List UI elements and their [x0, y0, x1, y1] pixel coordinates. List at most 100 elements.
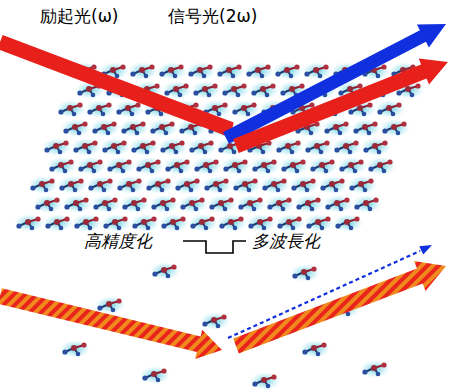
signal-beam-head — [418, 245, 432, 254]
molecule — [60, 340, 90, 358]
molecule — [236, 195, 266, 213]
molecule — [28, 176, 58, 194]
excitation-beam — [0, 35, 234, 137]
molecule — [265, 195, 295, 213]
molecule — [202, 176, 232, 194]
molecule — [115, 176, 145, 194]
molecule — [322, 119, 352, 137]
molecule — [33, 195, 63, 213]
molecule — [191, 81, 221, 99]
method-label: 多波長化 — [252, 231, 320, 251]
reflected-beam — [233, 261, 446, 354]
molecule — [192, 157, 222, 175]
molecule — [149, 195, 179, 213]
molecule — [250, 372, 280, 390]
molecule — [95, 296, 125, 314]
molecule — [76, 157, 106, 175]
reflected-beam — [233, 59, 448, 153]
molecule — [352, 195, 382, 213]
molecule — [188, 214, 218, 232]
molecule — [366, 157, 396, 175]
molecule — [332, 138, 362, 156]
molecule — [279, 157, 309, 175]
molecule — [294, 195, 324, 213]
molecule — [120, 195, 150, 213]
molecule — [14, 214, 44, 232]
molecule — [144, 176, 174, 194]
molecule — [220, 81, 250, 99]
molecule — [323, 195, 353, 213]
molecule — [249, 81, 279, 99]
molecule — [347, 176, 377, 194]
molecule — [375, 100, 405, 118]
molecule — [275, 214, 305, 232]
molecule — [62, 195, 92, 213]
molecule — [289, 176, 319, 194]
molecule — [100, 138, 130, 156]
molecule — [47, 157, 77, 175]
method-label: 高精度化 — [84, 231, 152, 251]
beam-label: 信号光(2ω) — [168, 6, 257, 26]
molecule — [187, 138, 217, 156]
molecule — [333, 214, 363, 232]
molecule — [86, 176, 116, 194]
molecule — [163, 157, 193, 175]
molecule — [221, 157, 251, 175]
molecule — [246, 214, 276, 232]
molecule — [42, 138, 72, 156]
molecule — [43, 214, 73, 232]
molecule — [150, 262, 180, 280]
molecule — [186, 62, 216, 80]
molecule — [361, 138, 391, 156]
molecule — [90, 119, 120, 137]
molecule — [337, 157, 367, 175]
molecule — [304, 214, 334, 232]
molecule — [159, 214, 189, 232]
molecule — [140, 366, 170, 384]
molecule — [273, 62, 303, 80]
molecule — [231, 176, 261, 194]
molecule — [72, 214, 102, 232]
molecule — [244, 62, 274, 80]
molecule — [56, 100, 86, 118]
molecule — [158, 138, 188, 156]
molecule — [230, 100, 260, 118]
molecule — [250, 157, 280, 175]
molecule — [360, 360, 390, 378]
molecule — [290, 264, 320, 282]
molecule — [101, 214, 131, 232]
molecule — [129, 138, 159, 156]
molecule — [57, 176, 87, 194]
molecule — [91, 195, 121, 213]
molecule — [380, 119, 410, 137]
molecule — [85, 100, 115, 118]
molecule — [105, 157, 135, 175]
molecule — [128, 62, 158, 80]
molecule — [200, 312, 230, 330]
molecule — [130, 214, 160, 232]
molecule — [308, 157, 338, 175]
molecule — [207, 195, 237, 213]
molecule — [71, 138, 101, 156]
molecule — [318, 176, 348, 194]
molecule — [148, 119, 178, 137]
molecule — [260, 176, 290, 194]
molecule — [178, 195, 208, 213]
excitation-beam — [0, 288, 222, 359]
molecule — [302, 62, 332, 80]
molecule — [61, 119, 91, 137]
molecule — [119, 119, 149, 137]
molecule — [157, 62, 187, 80]
molecule — [351, 119, 381, 137]
molecule — [134, 157, 164, 175]
bracket-symbol — [183, 241, 246, 253]
molecule — [300, 340, 330, 358]
molecule — [173, 176, 203, 194]
molecule — [274, 138, 304, 156]
beam-label: 励起光(ω) — [40, 6, 119, 26]
molecule — [162, 81, 192, 99]
molecule — [303, 138, 333, 156]
molecule — [217, 214, 247, 232]
molecule — [215, 62, 245, 80]
